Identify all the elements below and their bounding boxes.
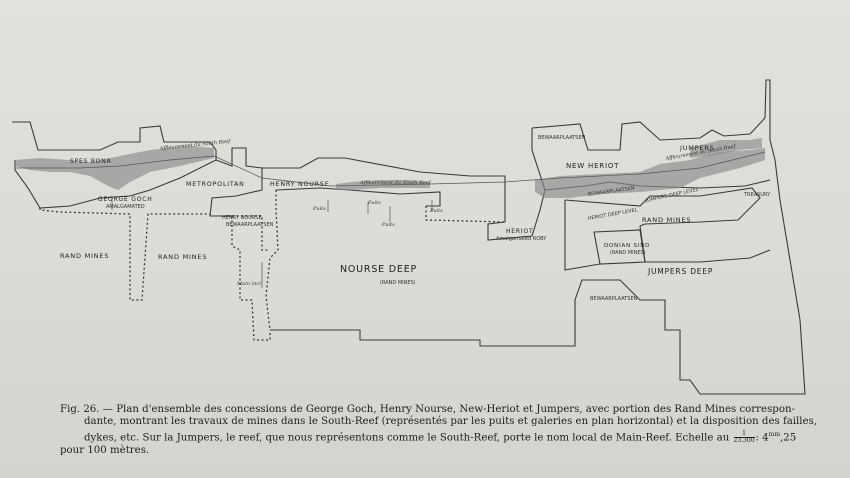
caption-scale-a: : 4 xyxy=(755,432,769,444)
shaft-marks xyxy=(111,196,433,288)
label-rand-mines-right: RAND MINES xyxy=(642,216,691,224)
boundary-heriot xyxy=(487,189,546,241)
scale-fraction-denominator: 23.300 xyxy=(733,436,755,444)
label-spes-bona: SPES BONA xyxy=(70,158,112,165)
label-puits-3: Puits xyxy=(381,222,395,228)
label-bewaarplaatsen-bottom: BEWAARPLAATSEN xyxy=(590,296,638,302)
scale-fraction-numerator: 1 xyxy=(733,430,755,438)
caption-line-4: pour 100 mètres. xyxy=(60,444,150,456)
mine-concession-map: SPES BONA GEORGE GOCH AMALGAMATED METROP… xyxy=(12,79,806,395)
caption-scale-b: ,25 xyxy=(780,432,797,444)
label-donian-sind-sub: (RAND MINES) xyxy=(610,250,646,256)
label-henry-nourse-bewaarplaatsen: BEWAARPLAATSEN xyxy=(226,222,274,228)
workings-spes-bona xyxy=(15,146,214,190)
label-new-heriot: NEW HERIOT xyxy=(566,162,619,170)
boundary-rand-mines-mid xyxy=(231,216,271,341)
label-donian-sind: DONIAN SIND xyxy=(604,243,650,249)
label-henry-nourse: HENRY NOURSE xyxy=(270,181,329,188)
label-nourse-deep-sub: (RAND MINES) xyxy=(380,280,416,286)
label-rand-mines-left: RAND MINES xyxy=(60,252,109,260)
label-nourse-deep: NOURSE DEEP xyxy=(340,264,417,275)
label-puits-1: Puits xyxy=(312,206,326,212)
figure-caption: Fig. 26. — Plan d'ensemble des concessio… xyxy=(60,404,818,457)
caption-line-2: dante, montrant les travaux de mines dan… xyxy=(84,416,818,428)
label-rand-mines-mid: RAND MINES xyxy=(158,253,207,261)
label-puits-4: Puits xyxy=(429,208,443,214)
caption-scale-unit: mm xyxy=(768,430,781,438)
label-puits-2: Puits xyxy=(367,200,381,206)
reef-outcrop-line xyxy=(15,151,766,187)
label-jumpers-deep: JUMPERS DEEP xyxy=(647,267,713,276)
boundary-henry-nourse-south xyxy=(275,187,441,207)
label-heriot-deep-level: HERIOT DEEP LEVEL xyxy=(587,207,638,222)
boundary-bewaarplaatsen-top xyxy=(531,117,766,151)
label-bewaarplaatsen-top: BEWAARPLAATSEN xyxy=(538,135,586,141)
label-main-incline: Main incl. xyxy=(236,281,263,287)
label-henry-nourse-small: HENRY NOURSE xyxy=(222,215,262,221)
caption-line-3-text: dykes, etc. Sur la Jumpers, le reef, que… xyxy=(84,432,730,444)
boundary-spes-bona xyxy=(12,121,217,160)
boundary-rand-mines-left xyxy=(39,208,210,301)
boundary-nourse-deep xyxy=(265,190,506,331)
label-treasury: TREASURY xyxy=(743,192,771,198)
label-metropolitan: METROPOLITAN xyxy=(186,181,245,188)
label-heriot-sub: Amalgamated ROBY xyxy=(496,236,547,242)
label-heriot: HERIOT xyxy=(506,228,533,235)
workings-jumpers xyxy=(690,138,762,158)
label-amalgamated: AMALGAMATED xyxy=(106,204,145,210)
label-george-goch: GEORGE GOCH xyxy=(98,196,153,203)
boundary-henry-nourse xyxy=(262,157,506,222)
boundary-treasury xyxy=(270,79,806,395)
label-jumpers: JUMPERS xyxy=(679,144,715,152)
caption-line-3: dykes, etc. Sur la Jumpers, le reef, que… xyxy=(60,429,796,445)
boundary-george-goch xyxy=(14,159,217,209)
boundary-jumpers-deep-level xyxy=(564,187,761,227)
label-reef-note-mid: Affleurement du South Reef xyxy=(359,180,432,186)
boundary-rand-mines-right xyxy=(564,200,771,271)
caption-line-1: Fig. 26. — Plan d'ensemble des concessio… xyxy=(60,404,795,415)
boundary-main-incline xyxy=(232,215,268,251)
